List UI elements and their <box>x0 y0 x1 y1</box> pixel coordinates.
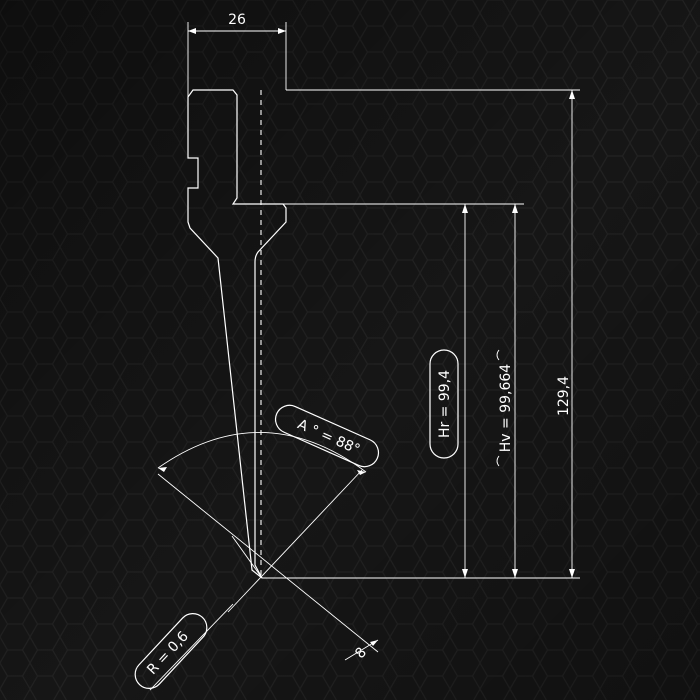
angle-label-box <box>274 404 380 468</box>
hv-label: Hv = 99,664 <box>498 364 514 453</box>
angle-ray-right <box>227 469 363 613</box>
radius-leader <box>149 603 234 691</box>
hv-bracket-top <box>496 349 500 361</box>
radius-label-box <box>134 612 208 690</box>
width-label: 26 <box>228 12 246 28</box>
angle-arc <box>157 432 367 473</box>
hv-bracket-bottom <box>496 455 500 467</box>
tip-dim-arrow <box>370 640 378 646</box>
angle-ray-left <box>157 473 379 653</box>
hr-label: Hr = 99,4 <box>437 370 453 438</box>
tip-chamfer-left <box>231 535 263 579</box>
total-height-label: 129,4 <box>556 376 572 416</box>
hr-label-box <box>429 349 459 459</box>
